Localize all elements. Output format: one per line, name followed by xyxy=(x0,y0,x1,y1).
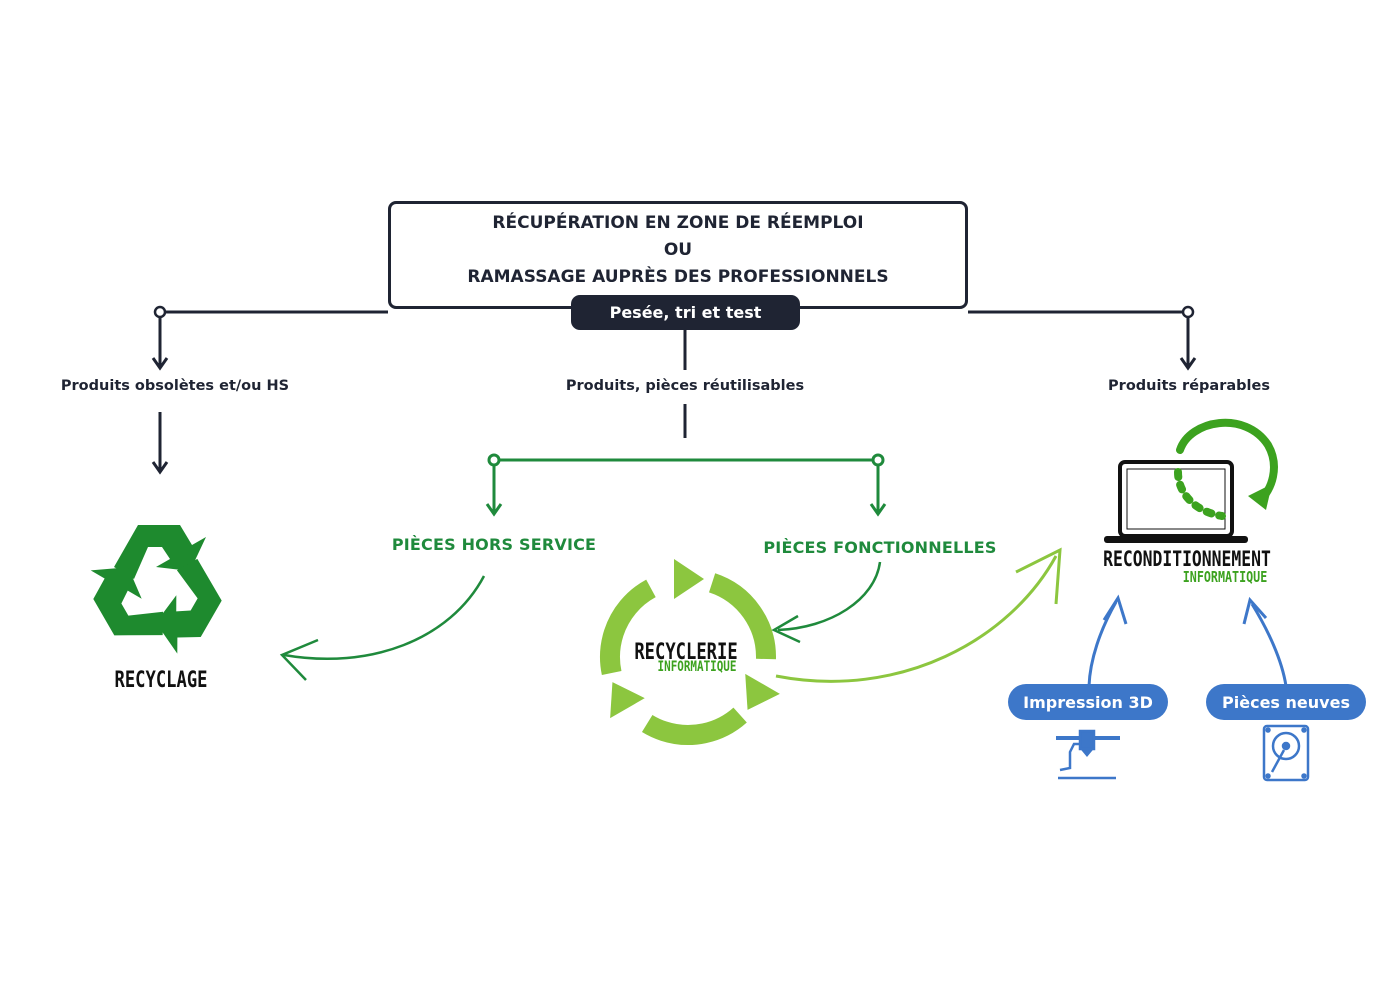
source-line-1: RÉCUPÉRATION EN ZONE DE RÉEMPLOI xyxy=(492,213,864,233)
reconditioning-title: RECONDITIONNEMENT xyxy=(1103,547,1271,571)
arrow-to-reconditioning xyxy=(775,547,1062,683)
hard-drive-icon xyxy=(1262,724,1310,782)
branch-left-label: Produits obsolètes et/ou HS xyxy=(60,378,290,394)
reconditioning-subtitle: INFORMATIQUE xyxy=(1182,568,1268,586)
arrow-right-branch xyxy=(1179,317,1197,371)
green-split-connector xyxy=(485,453,887,517)
main-connector xyxy=(153,305,1195,319)
out-of-service-label: PIÈCES HORS SERVICE xyxy=(391,535,597,554)
recycling-label: RECYCLAGE xyxy=(114,668,208,693)
recycle-icon xyxy=(90,525,222,654)
arrow-left-branch xyxy=(151,317,169,475)
branch-right-label: Produits réparables xyxy=(1108,378,1270,394)
laptop-refresh-icon xyxy=(1104,418,1278,543)
arrow-3d-to-reconditioning xyxy=(1087,594,1128,687)
new-parts-badge: Pièces neuves xyxy=(1206,684,1366,720)
source-box: RÉCUPÉRATION EN ZONE DE RÉEMPLOI OU RAMA… xyxy=(388,201,968,309)
arrow-parts-to-reconditioning xyxy=(1242,596,1288,687)
functional-parts-label: PIÈCES FONCTIONNELLES xyxy=(763,538,997,557)
arrow-to-recycling xyxy=(279,575,486,681)
3d-printer-icon xyxy=(1056,729,1120,780)
source-line-2: OU xyxy=(663,240,693,260)
recyclerie-subtitle: INFORMATIQUE xyxy=(657,659,737,675)
branch-center-label: Produits, pièces réutilisables xyxy=(565,378,805,394)
recyclerie-title: RECYCLERIE xyxy=(634,640,738,665)
print3d-badge: Impression 3D xyxy=(1008,684,1168,720)
arrow-to-recyclerie xyxy=(771,561,882,644)
source-line-3: RAMASSAGE AUPRÈS DES PROFESSIONNELS xyxy=(467,267,889,287)
step-badge: Pesée, tri et test xyxy=(571,295,800,330)
